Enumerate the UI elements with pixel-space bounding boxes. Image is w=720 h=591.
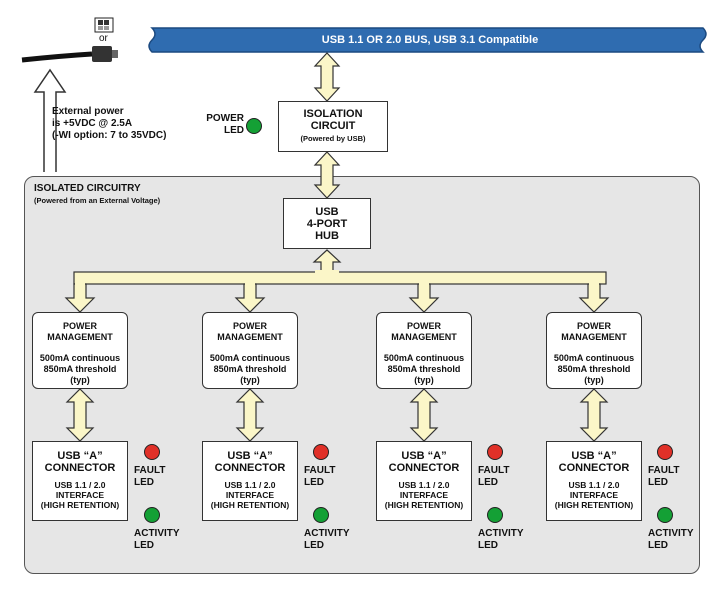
isolated-region-subtitle: (Powered from an External Voltage) [34, 196, 161, 205]
fault-led-1 [144, 444, 160, 460]
isolated-region-title: ISOLATED CIRCUITRY [34, 183, 141, 194]
arrow-bus-isolation [313, 52, 341, 102]
arrow-pm-connector-2 [235, 388, 265, 442]
usb-bus-label: USB 1.1 OR 2.0 BUS, USB 3.1 Compatible [321, 34, 539, 46]
plug-body [92, 46, 112, 62]
external-power-note: External power is +5VDC @ 2.5A (-WI opti… [52, 106, 167, 141]
isolation-circuit-box: ISOLATION CIRCUIT (Powered by USB) [278, 101, 388, 152]
arrow-isolation-hub [313, 151, 341, 199]
arrow-hub-bar [312, 249, 342, 273]
activity-led-1 [144, 507, 160, 523]
power-led-label: POWER LED [206, 113, 244, 136]
arrow-to-pm-3 [408, 283, 440, 313]
arrow-to-pm-2 [234, 283, 266, 313]
hub-distribution-bar [73, 271, 607, 285]
arrow-pm-connector-4 [579, 388, 609, 442]
fault-led-4 [657, 444, 673, 460]
isolation-title: ISOLATION CIRCUIT [303, 108, 363, 132]
isolation-sub: (Powered by USB) [300, 134, 366, 143]
activity-led-3 [487, 507, 503, 523]
usb-bus-banner [148, 27, 707, 53]
activity-led-4 [657, 507, 673, 523]
arrow-pm-connector-3 [409, 388, 439, 442]
usb-hub-box: USB 4-PORT HUB [283, 198, 371, 249]
external-power-arrow [33, 68, 67, 172]
arrow-to-pm-4 [578, 283, 610, 313]
activity-led-2 [313, 507, 329, 523]
fault-led-3 [487, 444, 503, 460]
arrow-to-pm-1 [64, 283, 96, 313]
fault-led-2 [313, 444, 329, 460]
power-led [246, 118, 262, 134]
power-cable [21, 51, 93, 63]
or-label: or [99, 33, 108, 44]
arrow-pm-connector-1 [65, 388, 95, 442]
